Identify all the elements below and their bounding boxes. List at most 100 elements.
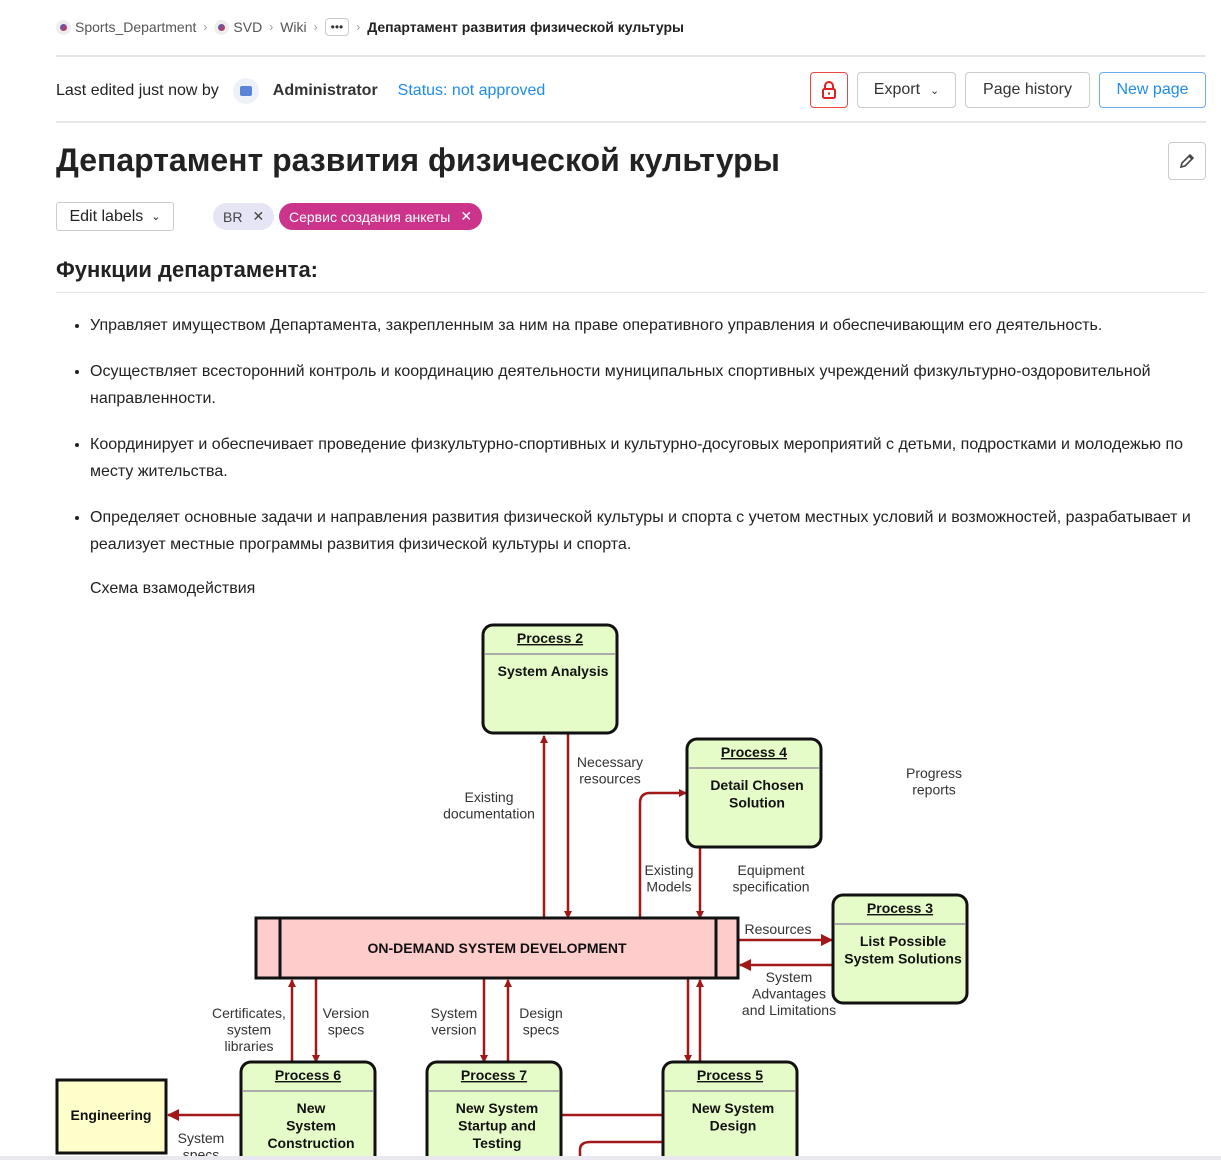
- label-text: Сервис создания анкеты: [289, 208, 451, 225]
- label-chip-service: Сервис создания анкеты ✕: [279, 203, 483, 230]
- chevron-down-icon: ⌄: [151, 211, 161, 223]
- process-text: Testing: [473, 1135, 522, 1151]
- project-logo-icon: [214, 20, 230, 36]
- flow-label: System: [766, 969, 813, 985]
- flow-label: Design: [519, 1005, 563, 1021]
- group-logo-icon: [56, 20, 71, 36]
- flow-label: Equipment: [738, 862, 805, 878]
- list-item: Координирует и обеспечивает проведение ф…: [90, 431, 1220, 485]
- chevron-right-icon: ›: [269, 20, 274, 34]
- flow-label: specs: [523, 1022, 560, 1038]
- breadcrumb-item-svd[interactable]: SVD: [214, 19, 262, 36]
- lock-button[interactable]: [810, 72, 848, 108]
- pencil-icon: [1179, 153, 1195, 169]
- flow-arrows: [167, 733, 833, 1160]
- process-title: Process 4: [721, 744, 787, 760]
- functions-list: Управляет имуществом Департамента, закре…: [72, 312, 1220, 577]
- flow-label: and Limitations: [742, 1002, 836, 1018]
- center-process: ON-DEMAND SYSTEM DEVELOPMENT: [254, 916, 740, 980]
- chevron-right-icon: ›: [313, 20, 318, 34]
- remove-label-icon[interactable]: ✕: [252, 208, 265, 224]
- flow-arrow: [638, 789, 687, 918]
- flow-label: specs: [328, 1022, 365, 1038]
- bottom-bar: [0, 1156, 1221, 1160]
- flow-label: version: [431, 1022, 476, 1038]
- label-text: BR: [223, 208, 243, 225]
- flow-label: Advantages: [752, 986, 826, 1002]
- breadcrumb-item-wiki[interactable]: Wiki: [280, 19, 307, 35]
- process-text: Solution: [729, 795, 785, 811]
- heading-underline: [56, 292, 1206, 293]
- remove-label-icon[interactable]: ✕: [460, 208, 473, 224]
- flow-label: System: [178, 1130, 225, 1146]
- label-chip-br: BR ✕: [213, 203, 275, 230]
- process-text: Detail Chosen: [710, 777, 803, 793]
- page-title: Департамент развития физической культуры: [56, 142, 780, 178]
- flow-label: Models: [646, 879, 691, 895]
- chevron-right-icon: ›: [203, 20, 208, 34]
- list-item: Управляет имуществом Департамента, закре…: [90, 312, 1220, 339]
- process-text: New System: [456, 1100, 538, 1116]
- flow-label: Certificates,: [212, 1005, 286, 1021]
- section-heading: Функции департамента:: [56, 257, 319, 282]
- flow-label: documentation: [443, 806, 535, 822]
- process-text: System Solutions: [844, 951, 962, 967]
- breadcrumb: Sports_Department › SVD › Wiki › ••• › Д…: [56, 18, 684, 36]
- breadcrumb-label[interactable]: SVD: [233, 18, 263, 35]
- process-title: Process 2: [517, 630, 583, 646]
- process-title: Process 5: [697, 1067, 763, 1083]
- page-history-button[interactable]: Page history: [965, 72, 1090, 108]
- process-p2: Process 2 System Analysis: [481, 623, 619, 735]
- export-dropdown[interactable]: Export ⌄: [857, 72, 956, 108]
- flow-label: Progress: [906, 765, 962, 781]
- status-link[interactable]: Status: not approved: [397, 82, 546, 99]
- process-title: Process 7: [461, 1067, 527, 1083]
- edit-labels-dropdown[interactable]: Edit labels ⌄: [56, 202, 174, 231]
- flow-label: Resources: [745, 921, 812, 937]
- process-text: Design: [710, 1118, 757, 1134]
- divider: [56, 55, 1206, 57]
- flow-label: Existing: [464, 789, 513, 805]
- flow-label: System: [431, 1005, 478, 1021]
- process-text: Construction: [267, 1135, 354, 1151]
- list-item: Определяет основные задачи и направления…: [90, 504, 1220, 558]
- flow-label: Version: [323, 1005, 370, 1021]
- breadcrumb-more-button[interactable]: •••: [324, 18, 350, 36]
- flow-line: [578, 1140, 663, 1160]
- last-edited-info: Last edited just now by Administrator St…: [56, 78, 545, 104]
- flow-label: libraries: [224, 1038, 273, 1054]
- last-edited-text: Last edited just now by: [56, 82, 219, 99]
- process-text: System: [286, 1118, 336, 1134]
- breadcrumb-current: Департамент развития физической культуры: [367, 19, 684, 35]
- author-link[interactable]: Administrator: [272, 82, 378, 99]
- avatar[interactable]: [232, 78, 259, 104]
- export-label: Export: [873, 81, 921, 98]
- lock-icon: [822, 81, 836, 99]
- flow-label: Necessary: [577, 754, 643, 770]
- flow-label: resources: [579, 771, 640, 787]
- process-text: New: [297, 1100, 326, 1116]
- chevron-right-icon: ›: [356, 20, 361, 34]
- process-text: System Analysis: [498, 663, 609, 679]
- edit-page-button[interactable]: [1168, 142, 1206, 180]
- schema-caption: Схема взамодействия: [90, 580, 256, 597]
- engineering-label: Engineering: [71, 1107, 152, 1123]
- breadcrumb-item-sports[interactable]: Sports_Department: [56, 19, 196, 36]
- flow-label: Existing: [644, 862, 693, 878]
- process-title: Process 3: [867, 900, 933, 916]
- new-page-button[interactable]: New page: [1099, 72, 1206, 108]
- chevron-down-icon: ⌄: [930, 84, 940, 97]
- breadcrumb-label[interactable]: Sports_Department: [75, 18, 197, 35]
- flow-label: reports: [912, 782, 956, 798]
- edit-labels-label: Edit labels: [69, 207, 144, 225]
- engineering-entity: Engineering: [55, 1078, 168, 1155]
- flow-label: system: [227, 1022, 271, 1038]
- process-text: List Possible: [860, 933, 947, 949]
- divider: [56, 121, 1206, 123]
- center-process-label: ON-DEMAND SYSTEM DEVELOPMENT: [367, 940, 626, 956]
